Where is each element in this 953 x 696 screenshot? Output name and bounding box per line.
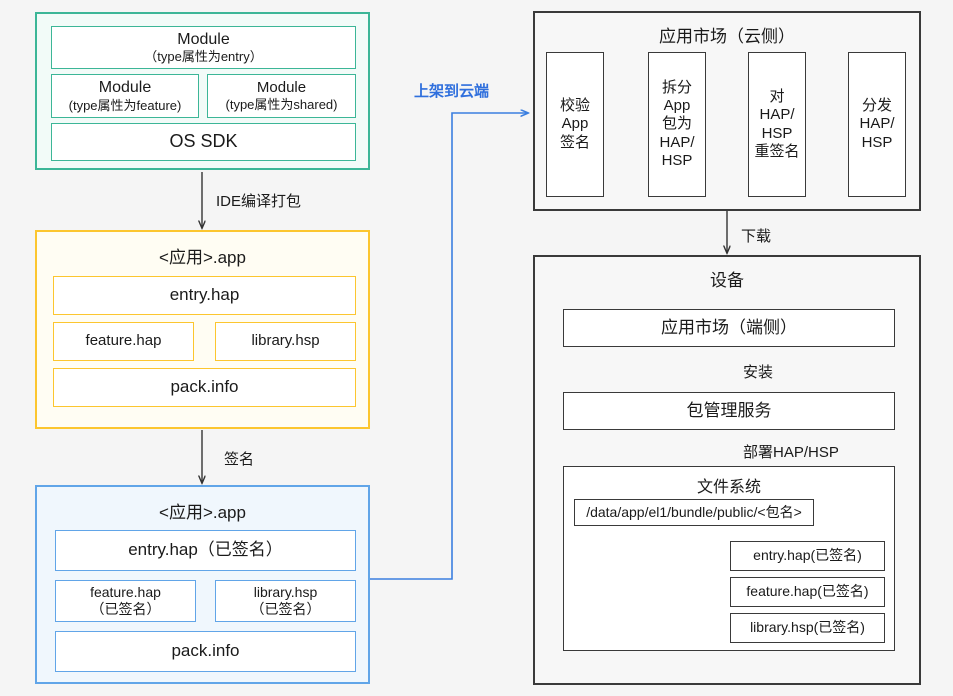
cloud-step-verify-label: 校验 App 签名 <box>559 97 590 151</box>
feature-hap-label: feature.hap <box>85 332 162 350</box>
cloud-step-resign[interactable]: 对 HAP/ HSP 重签名 <box>748 52 806 197</box>
library-hsp-label: library.hsp <box>251 332 320 350</box>
pack-info-signed-label: pack.info <box>171 641 240 661</box>
app-unsigned-group: <应用>.app entry.hap feature.hap library.h… <box>35 230 370 429</box>
module-feature-name: Module <box>98 79 152 97</box>
filesystem-path-label: /data/app/el1/bundle/public/<包名> <box>586 503 802 520</box>
cloud-step-resign-label: 对 HAP/ HSP 重签名 <box>754 87 800 160</box>
module-shared-attr: (type属性为shared) <box>225 97 338 113</box>
entry-hap-signed-box[interactable]: entry.hap（已签名） <box>55 530 356 571</box>
entry-hap-box[interactable]: entry.hap <box>53 276 356 315</box>
bundle-service-label: 包管理服务 <box>686 400 772 420</box>
module-entry-box[interactable]: Module （type属性为entry） <box>51 26 356 69</box>
os-sdk-box[interactable]: OS SDK <box>51 123 356 161</box>
pack-info-label: pack.info <box>170 377 239 397</box>
module-feature-attr: (type属性为feature) <box>68 97 182 113</box>
filesystem-group: 文件系统 /data/app/el1/bundle/public/<包名> en… <box>563 466 895 651</box>
device-group: 设备 应用市场（端侧） 安装 包管理服务 部署HAP/HSP 文件系统 /dat… <box>533 255 921 685</box>
app-signed-group: <应用>.app entry.hap（已签名） feature.hap （已签名… <box>35 485 370 684</box>
feature-hap-box[interactable]: feature.hap <box>53 322 194 361</box>
library-hsp-box[interactable]: library.hsp <box>215 322 356 361</box>
label-install: 安装 <box>743 364 774 381</box>
fs-file-entry[interactable]: entry.hap(已签名) <box>730 541 885 571</box>
module-shared-name: Module <box>256 78 307 96</box>
cloud-step-distribute-label: 分发 HAP/ HSP <box>859 97 895 151</box>
fs-file-entry-label: entry.hap(已签名) <box>753 547 862 564</box>
cloud-step-split[interactable]: 拆分 App 包为 HAP/ HSP <box>648 52 706 197</box>
cloud-market-title: 应用市场（云侧） <box>659 27 795 46</box>
label-sign: 签名 <box>224 451 255 468</box>
entry-hap-signed-label: entry.hap（已签名） <box>128 540 283 560</box>
os-sdk-label: OS SDK <box>169 131 238 152</box>
market-client-box[interactable]: 应用市场（端侧） <box>563 309 895 347</box>
module-entry-name: Module <box>177 30 230 48</box>
cloud-step-distribute[interactable]: 分发 HAP/ HSP <box>848 52 906 197</box>
label-upload-cloud: 上架到云端 <box>414 83 490 100</box>
label-download: 下载 <box>741 228 772 245</box>
label-ide-build: IDE编译打包 <box>216 193 302 210</box>
label-deploy: 部署HAP/HSP <box>743 444 839 461</box>
fs-file-feature[interactable]: feature.hap(已签名) <box>730 577 885 607</box>
feature-hap-signed-name: feature.hap <box>90 583 161 600</box>
app-signed-title: <应用>.app <box>159 503 246 522</box>
library-hsp-signed-box[interactable]: library.hsp （已签名） <box>215 580 356 622</box>
arrow-upload-cloud <box>370 113 528 580</box>
fs-file-feature-label: feature.hap(已签名) <box>746 583 869 600</box>
library-hsp-signed-sign: （已签名） <box>250 601 321 617</box>
pack-info-signed-box[interactable]: pack.info <box>55 631 356 672</box>
module-feature-box[interactable]: Module (type属性为feature) <box>51 74 199 118</box>
source-module-group: Module （type属性为entry） Module (type属性为fea… <box>35 12 370 170</box>
cloud-market-group: 应用市场（云侧） 校验 App 签名 拆分 App 包为 HAP/ HSP 对 … <box>533 11 921 211</box>
module-entry-attr: （type属性为entry） <box>144 49 263 65</box>
feature-hap-signed-sign: （已签名） <box>90 601 161 617</box>
library-hsp-signed-name: library.hsp <box>253 583 318 600</box>
app-unsigned-title: <应用>.app <box>159 248 246 267</box>
bundle-service-box[interactable]: 包管理服务 <box>563 392 895 430</box>
filesystem-title: 文件系统 <box>696 479 761 496</box>
fs-file-library-label: library.hsp(已签名) <box>750 619 865 636</box>
pack-info-box[interactable]: pack.info <box>53 368 356 407</box>
feature-hap-signed-box[interactable]: feature.hap （已签名） <box>55 580 196 622</box>
filesystem-path-box[interactable]: /data/app/el1/bundle/public/<包名> <box>574 499 814 526</box>
entry-hap-label: entry.hap <box>169 285 240 305</box>
device-title: 设备 <box>710 271 744 290</box>
cloud-step-verify[interactable]: 校验 App 签名 <box>546 52 604 197</box>
market-client-label: 应用市场（端侧） <box>661 317 797 337</box>
cloud-step-split-label: 拆分 App 包为 HAP/ HSP <box>659 78 695 169</box>
fs-file-library[interactable]: library.hsp(已签名) <box>730 613 885 643</box>
module-shared-box[interactable]: Module (type属性为shared) <box>207 74 356 118</box>
